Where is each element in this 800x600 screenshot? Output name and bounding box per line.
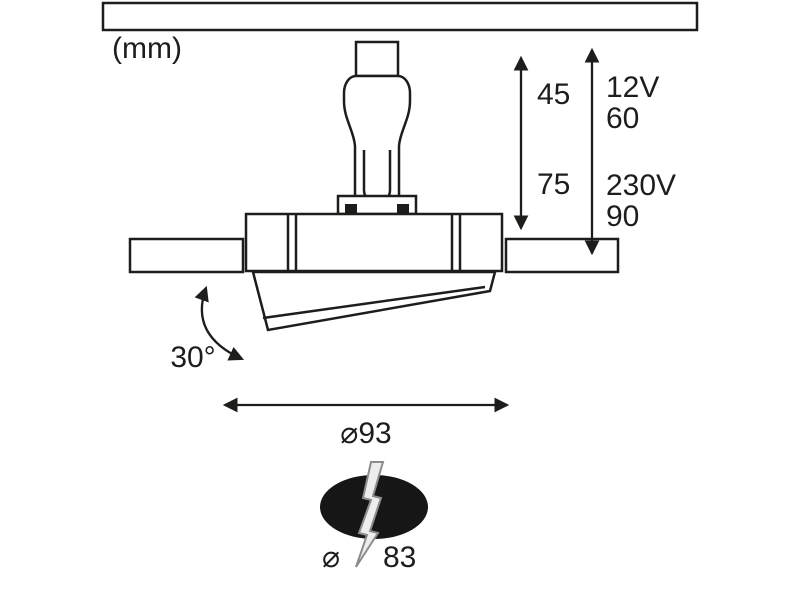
ceiling-panel [101,1,699,32]
total-depth-low-label: 60 [606,102,639,135]
power-connector [354,40,400,78]
tilt-spot-head-edge [262,285,486,320]
lightning-bolt-icon [355,461,385,568]
tilt-angle-label: 30° [170,341,215,374]
outer-diameter-label: ⌀93 [340,417,391,450]
bracket-nub-left [345,204,357,214]
tilt-spot-head [251,270,497,332]
unit-label: (mm) [112,32,182,65]
voltage-high-label: 230V [606,169,676,202]
voltage-low-label: 12V [606,71,659,104]
total-depth-high-label: 90 [606,200,639,233]
cutout-diameter-value: 83 [383,541,416,574]
bracket-nub-right [397,204,409,214]
recess-depth-230v-label: 75 [537,168,570,201]
housing-ribs [286,214,462,271]
fixture-housing [244,212,504,273]
ceiling-flange-left [128,237,245,274]
strain-relief-neck [342,74,412,215]
ceiling-flange-right [504,237,620,274]
recess-depth-12v-label: 45 [537,78,570,111]
tilt-arc-arrow [194,285,245,361]
cutout-diameter-symbol: ⌀ [322,541,340,574]
